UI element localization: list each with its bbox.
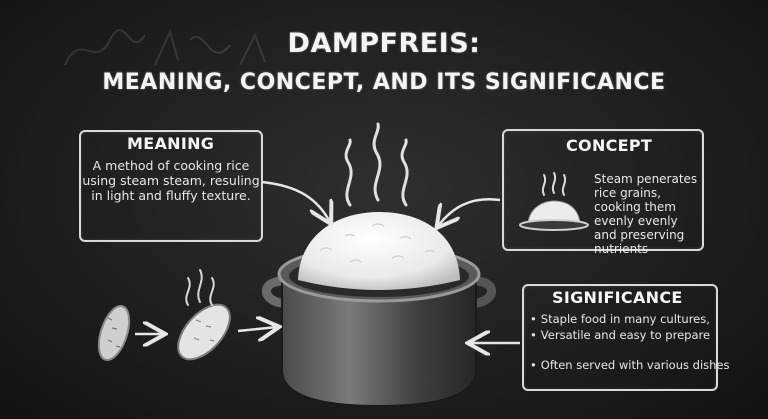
chalk-scribble-decoration [64, 29, 266, 66]
significance-item: Often served with various dishes [530, 358, 730, 372]
small-steam-wisps [185, 269, 215, 306]
rice-mound [298, 212, 460, 290]
rice-bowl-icon [519, 172, 589, 231]
concept-to-pot-arrow [438, 197, 501, 226]
pot-body [281, 273, 477, 408]
significance-item: Staple food in many cultures, [530, 312, 710, 326]
meaning-card: MEANING A method of cooking rice using s… [79, 130, 263, 242]
steamed-to-pot-arrow [237, 327, 277, 331]
concept-card: CONCEPT Steam penerates rice grains, coo… [502, 129, 704, 256]
steam-wisps [344, 122, 409, 207]
significance-card: SIGNIFICANCE Staple food in many culture… [522, 284, 730, 391]
meaning-to-pot-arrow [261, 180, 330, 222]
concept-heading: CONCEPT [566, 136, 653, 155]
significance-heading: SIGNIFICANCE [552, 288, 683, 307]
page-title: DAMPFREIS: [287, 28, 481, 59]
meaning-text: A method of cooking rice using steam ste… [82, 158, 260, 203]
steamer-pot [262, 212, 496, 408]
meaning-heading: MEANING [127, 134, 215, 153]
significance-item: Versatile and easy to prepare [530, 328, 710, 342]
concept-text: Steam penerates rice grains, cooking the… [594, 172, 698, 256]
raw-rice-illustration [97, 305, 131, 361]
steamed-rice-plate-illustration [177, 303, 231, 361]
page-subtitle: MEANING, CONCEPT, AND ITS SIGNIFICANCE [102, 70, 666, 95]
